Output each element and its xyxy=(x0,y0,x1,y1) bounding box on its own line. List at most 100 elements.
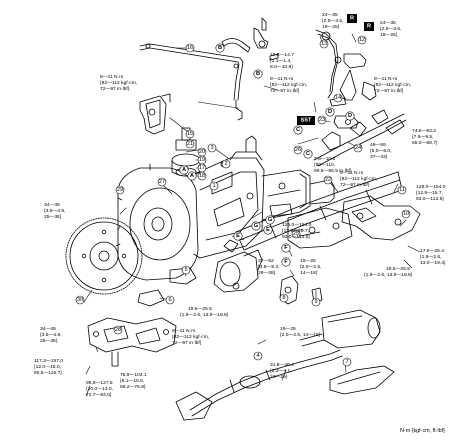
starter-motor xyxy=(213,239,263,293)
svg-text:1: 1 xyxy=(212,183,215,189)
spec-s4: 8—11 N·m {82—112 kgf·cm, 72—97 in·lbf} xyxy=(270,76,307,94)
marker-a-lower: A xyxy=(187,171,197,181)
svg-text:31.8—40.4: 31.8—40.4 xyxy=(270,362,294,368)
svg-text:{5.0—6.0,: {5.0—6.0, xyxy=(370,148,391,154)
svg-text:126.0—154.0: 126.0—154.0 xyxy=(282,222,312,228)
svg-text:{82—112 kgf·cm,: {82—112 kgf·cm, xyxy=(340,176,377,182)
svg-text:8—11 N·m: 8—11 N·m xyxy=(172,328,195,334)
heat-shield xyxy=(329,365,395,395)
svg-text:{2.0—2.5,: {2.0—2.5, xyxy=(300,264,321,270)
crossmember-lower xyxy=(87,317,177,367)
svg-text:8—11 N·m: 8—11 N·m xyxy=(374,76,397,82)
svg-text:11: 11 xyxy=(399,187,405,193)
svg-text:D: D xyxy=(328,109,332,115)
callout-5: 5 xyxy=(181,265,191,275)
svg-text:72—97 in·lbf}: 72—97 in·lbf} xyxy=(100,86,130,92)
callout-6: 6 xyxy=(165,295,175,305)
svg-text:15: 15 xyxy=(187,131,193,137)
svg-text:8.0—10.8}: 8.0—10.8} xyxy=(270,64,293,70)
callout-3: 3 xyxy=(207,143,217,153)
drive-plate xyxy=(65,217,143,295)
callout-16: 16 xyxy=(185,43,195,53)
svg-text:22: 22 xyxy=(325,177,331,183)
svg-text:72—97 in·lbf}: 72—97 in·lbf} xyxy=(374,88,404,94)
callout-11: 11 xyxy=(397,185,407,195)
svg-text:30: 30 xyxy=(77,297,83,303)
svg-text:{1.1—1.4,: {1.1—1.4, xyxy=(270,58,291,64)
svg-text:G: G xyxy=(268,217,272,223)
svg-text:72.7—94.0}: 72.7—94.0} xyxy=(86,392,112,398)
crossmember-right xyxy=(341,195,421,241)
svg-text:{82—112 kgf·cm,: {82—112 kgf·cm, xyxy=(172,334,209,340)
marker-e-lower: E xyxy=(263,225,273,235)
callout-2: 2 xyxy=(221,159,231,169)
svg-text:24—35: 24—35 xyxy=(322,12,338,18)
svg-text:20: 20 xyxy=(199,149,205,155)
svg-text:3: 3 xyxy=(210,145,213,151)
svg-text:7: 7 xyxy=(345,359,348,365)
svg-text:34—49: 34—49 xyxy=(44,202,60,208)
callout-4: 4 xyxy=(253,351,263,361)
svg-text:4: 4 xyxy=(256,353,259,359)
svg-text:F: F xyxy=(284,245,288,251)
svg-text:34—49: 34—49 xyxy=(40,326,56,332)
svg-text:13.0—19.4}: 13.0—19.4} xyxy=(420,260,446,266)
svg-text:2: 2 xyxy=(224,161,227,167)
svg-text:8—11 N·m: 8—11 N·m xyxy=(100,74,123,80)
svg-text:{80—110,: {80—110, xyxy=(314,162,335,168)
svg-text:26: 26 xyxy=(295,147,301,153)
svg-text:{82—112 kgf·cm,: {82—112 kgf·cm, xyxy=(374,82,411,88)
callout-10: 10 xyxy=(401,209,411,219)
svg-text:18.6—25.5: 18.6—25.5 xyxy=(188,306,212,312)
marker-f-lower: F xyxy=(281,257,291,267)
callout-29: 29 xyxy=(115,185,125,195)
svg-text:25: 25 xyxy=(293,231,299,237)
shift-rod xyxy=(139,43,244,121)
svg-text:17: 17 xyxy=(199,165,205,171)
marker-c-lower: C xyxy=(303,149,313,159)
svg-text:25—36}: 25—36} xyxy=(44,214,62,220)
svg-text:{12.9—15.7,: {12.9—15.7, xyxy=(282,228,309,234)
svg-text:25—36}: 25—36} xyxy=(40,338,58,344)
callout-18: 18 xyxy=(197,171,207,181)
callout-30: 30 xyxy=(75,295,85,305)
svg-text:{1.9—2.6, 13.8—18.8}: {1.9—2.6, 13.8—18.8} xyxy=(180,312,229,318)
svg-text:A: A xyxy=(190,173,194,179)
callout-28: 28 xyxy=(113,325,123,335)
spec-s3: 10.8—14.7 {1.1—1.4, 8.0—10.8} xyxy=(270,52,294,70)
callout-27: 27 xyxy=(157,177,167,187)
svg-text:6: 6 xyxy=(168,297,171,303)
svg-text:72—97 in·lbf}: 72—97 in·lbf} xyxy=(172,340,202,346)
svg-text:G: G xyxy=(254,223,258,229)
marker-g-upper: G xyxy=(251,221,261,231)
svg-text:{2.5—3.5,: {2.5—3.5, xyxy=(322,18,343,24)
marker-f-upper: F xyxy=(281,243,291,253)
svg-text:R: R xyxy=(350,16,354,22)
svg-text:{1.8—2.6,: {1.8—2.6, xyxy=(420,254,441,260)
marker-e-upper: E xyxy=(233,231,243,241)
spec-s1: 24—35 {2.5—3.5, 18—25} xyxy=(322,12,343,30)
svg-text:19—25: 19—25 xyxy=(280,326,296,332)
svg-text:55.0—68.7}: 55.0—68.7} xyxy=(412,140,438,146)
spec-s21: 19—25 {2.0—2.5, 14—18} xyxy=(280,326,321,338)
spec-s25: 31.8—40.4 {3.3—4.1, 23—29} xyxy=(270,362,294,380)
svg-text:37—52: 37—52 xyxy=(258,258,274,264)
r-marker-right: R xyxy=(364,22,374,31)
svg-text:19—25: 19—25 xyxy=(300,258,316,264)
callout-20: 20 xyxy=(197,147,207,157)
marker-d-lower: D xyxy=(345,111,355,121)
svg-text:{7.6—9.5,: {7.6—9.5, xyxy=(412,134,433,140)
callout-24: 24 xyxy=(353,143,363,153)
marker-d-upper: D xyxy=(325,107,335,117)
svg-text:98.5—127.5: 98.5—127.5 xyxy=(86,380,113,386)
svg-text:E: E xyxy=(236,233,240,239)
svg-text:{3.3—4.1,: {3.3—4.1, xyxy=(270,368,291,374)
svg-text:9: 9 xyxy=(314,299,317,305)
marker-b-upper: B xyxy=(215,43,225,53)
svg-text:10.8—14.7: 10.8—14.7 xyxy=(270,52,294,58)
marker-c-upper: C xyxy=(293,125,303,135)
svg-text:7.8—10.8: 7.8—10.8 xyxy=(314,156,335,162)
svg-text:72—97 in·lbf}: 72—97 in·lbf} xyxy=(270,88,300,94)
muffler xyxy=(299,309,381,349)
spec-s18: 18.6—25.5 {1.9—2.6, 13.8—18.8} xyxy=(180,306,229,318)
